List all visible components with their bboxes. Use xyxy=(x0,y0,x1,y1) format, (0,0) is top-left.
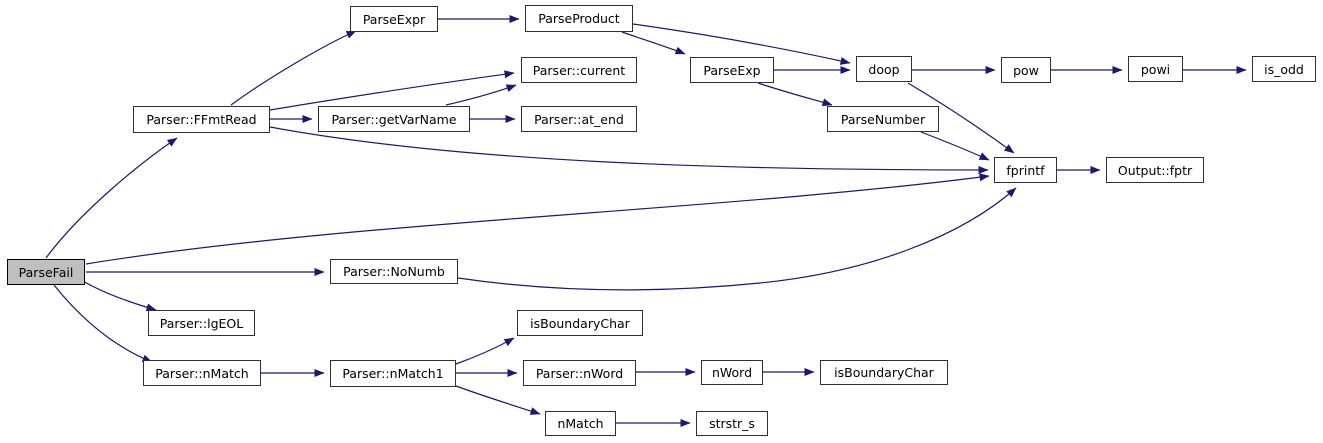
node-fprintf[interactable]: fprintf xyxy=(994,157,1057,183)
node-doop[interactable]: doop xyxy=(856,56,912,82)
edge-ffmtread-current xyxy=(269,70,515,111)
node-parser-ffmtread[interactable]: Parser::FFmtRead xyxy=(133,106,270,133)
node-parser-nmatch1[interactable]: Parser::nMatch1 xyxy=(330,360,456,387)
node-strstr-s[interactable]: strstr_s xyxy=(696,411,768,436)
node-is-odd[interactable]: is_odd xyxy=(1252,56,1316,82)
node-parseexpr[interactable]: ParseExpr xyxy=(350,6,438,32)
edge-getvarname-current xyxy=(445,84,517,106)
node-parser-lgeol[interactable]: Parser::lgEOL xyxy=(148,310,255,336)
node-parser-nword[interactable]: Parser::nWord xyxy=(523,360,636,386)
edge-parsefail-fprintf xyxy=(85,173,990,265)
node-parser-nmatch[interactable]: Parser::nMatch xyxy=(143,360,261,386)
edge-nmatch1-nmatch xyxy=(455,385,541,415)
edge-parsenumber-fprintf xyxy=(920,131,990,161)
node-pow[interactable]: pow xyxy=(1001,57,1051,83)
node-parseexp[interactable]: ParseExp xyxy=(690,57,774,83)
edge-nmatch1-isboundary1 xyxy=(455,337,515,365)
node-isboundarychar-2[interactable]: isBoundaryChar xyxy=(820,360,948,385)
edge-parsefail-ffmtread xyxy=(45,137,178,259)
edge-nonumb-fprintf xyxy=(457,187,1017,291)
node-nmatch[interactable]: nMatch xyxy=(545,411,616,436)
node-powi[interactable]: powi xyxy=(1128,56,1183,82)
edge-ffmtread-parseexpr xyxy=(230,30,357,106)
node-parser-getvarname[interactable]: Parser::getVarName xyxy=(318,106,470,132)
node-parser-nonumb[interactable]: Parser::NoNumb xyxy=(330,259,458,284)
edge-parsefail-lgeol xyxy=(82,280,157,312)
edge-ffmtread-fprintf xyxy=(269,126,989,174)
edge-parseexp-parsenumber xyxy=(757,82,833,107)
edge-doop-fprintf xyxy=(907,82,1015,154)
edge-parsefail-nmatchp xyxy=(53,284,153,363)
node-output-fptr[interactable]: Output::fptr xyxy=(1106,157,1204,183)
node-nword[interactable]: nWord xyxy=(701,360,763,385)
node-parseproduct[interactable]: ParseProduct xyxy=(525,5,633,32)
edge-parseproduct-parseexp xyxy=(621,31,686,55)
node-parsefail[interactable]: ParseFail xyxy=(7,259,85,285)
node-parsenumber[interactable]: ParseNumber xyxy=(827,106,939,132)
node-parser-at-end[interactable]: Parser::at_end xyxy=(521,106,637,132)
node-parser-current[interactable]: Parser::current xyxy=(521,57,637,83)
edge-parseproduct-doop xyxy=(632,23,851,65)
node-isboundarychar-1[interactable]: isBoundaryChar xyxy=(517,310,643,336)
